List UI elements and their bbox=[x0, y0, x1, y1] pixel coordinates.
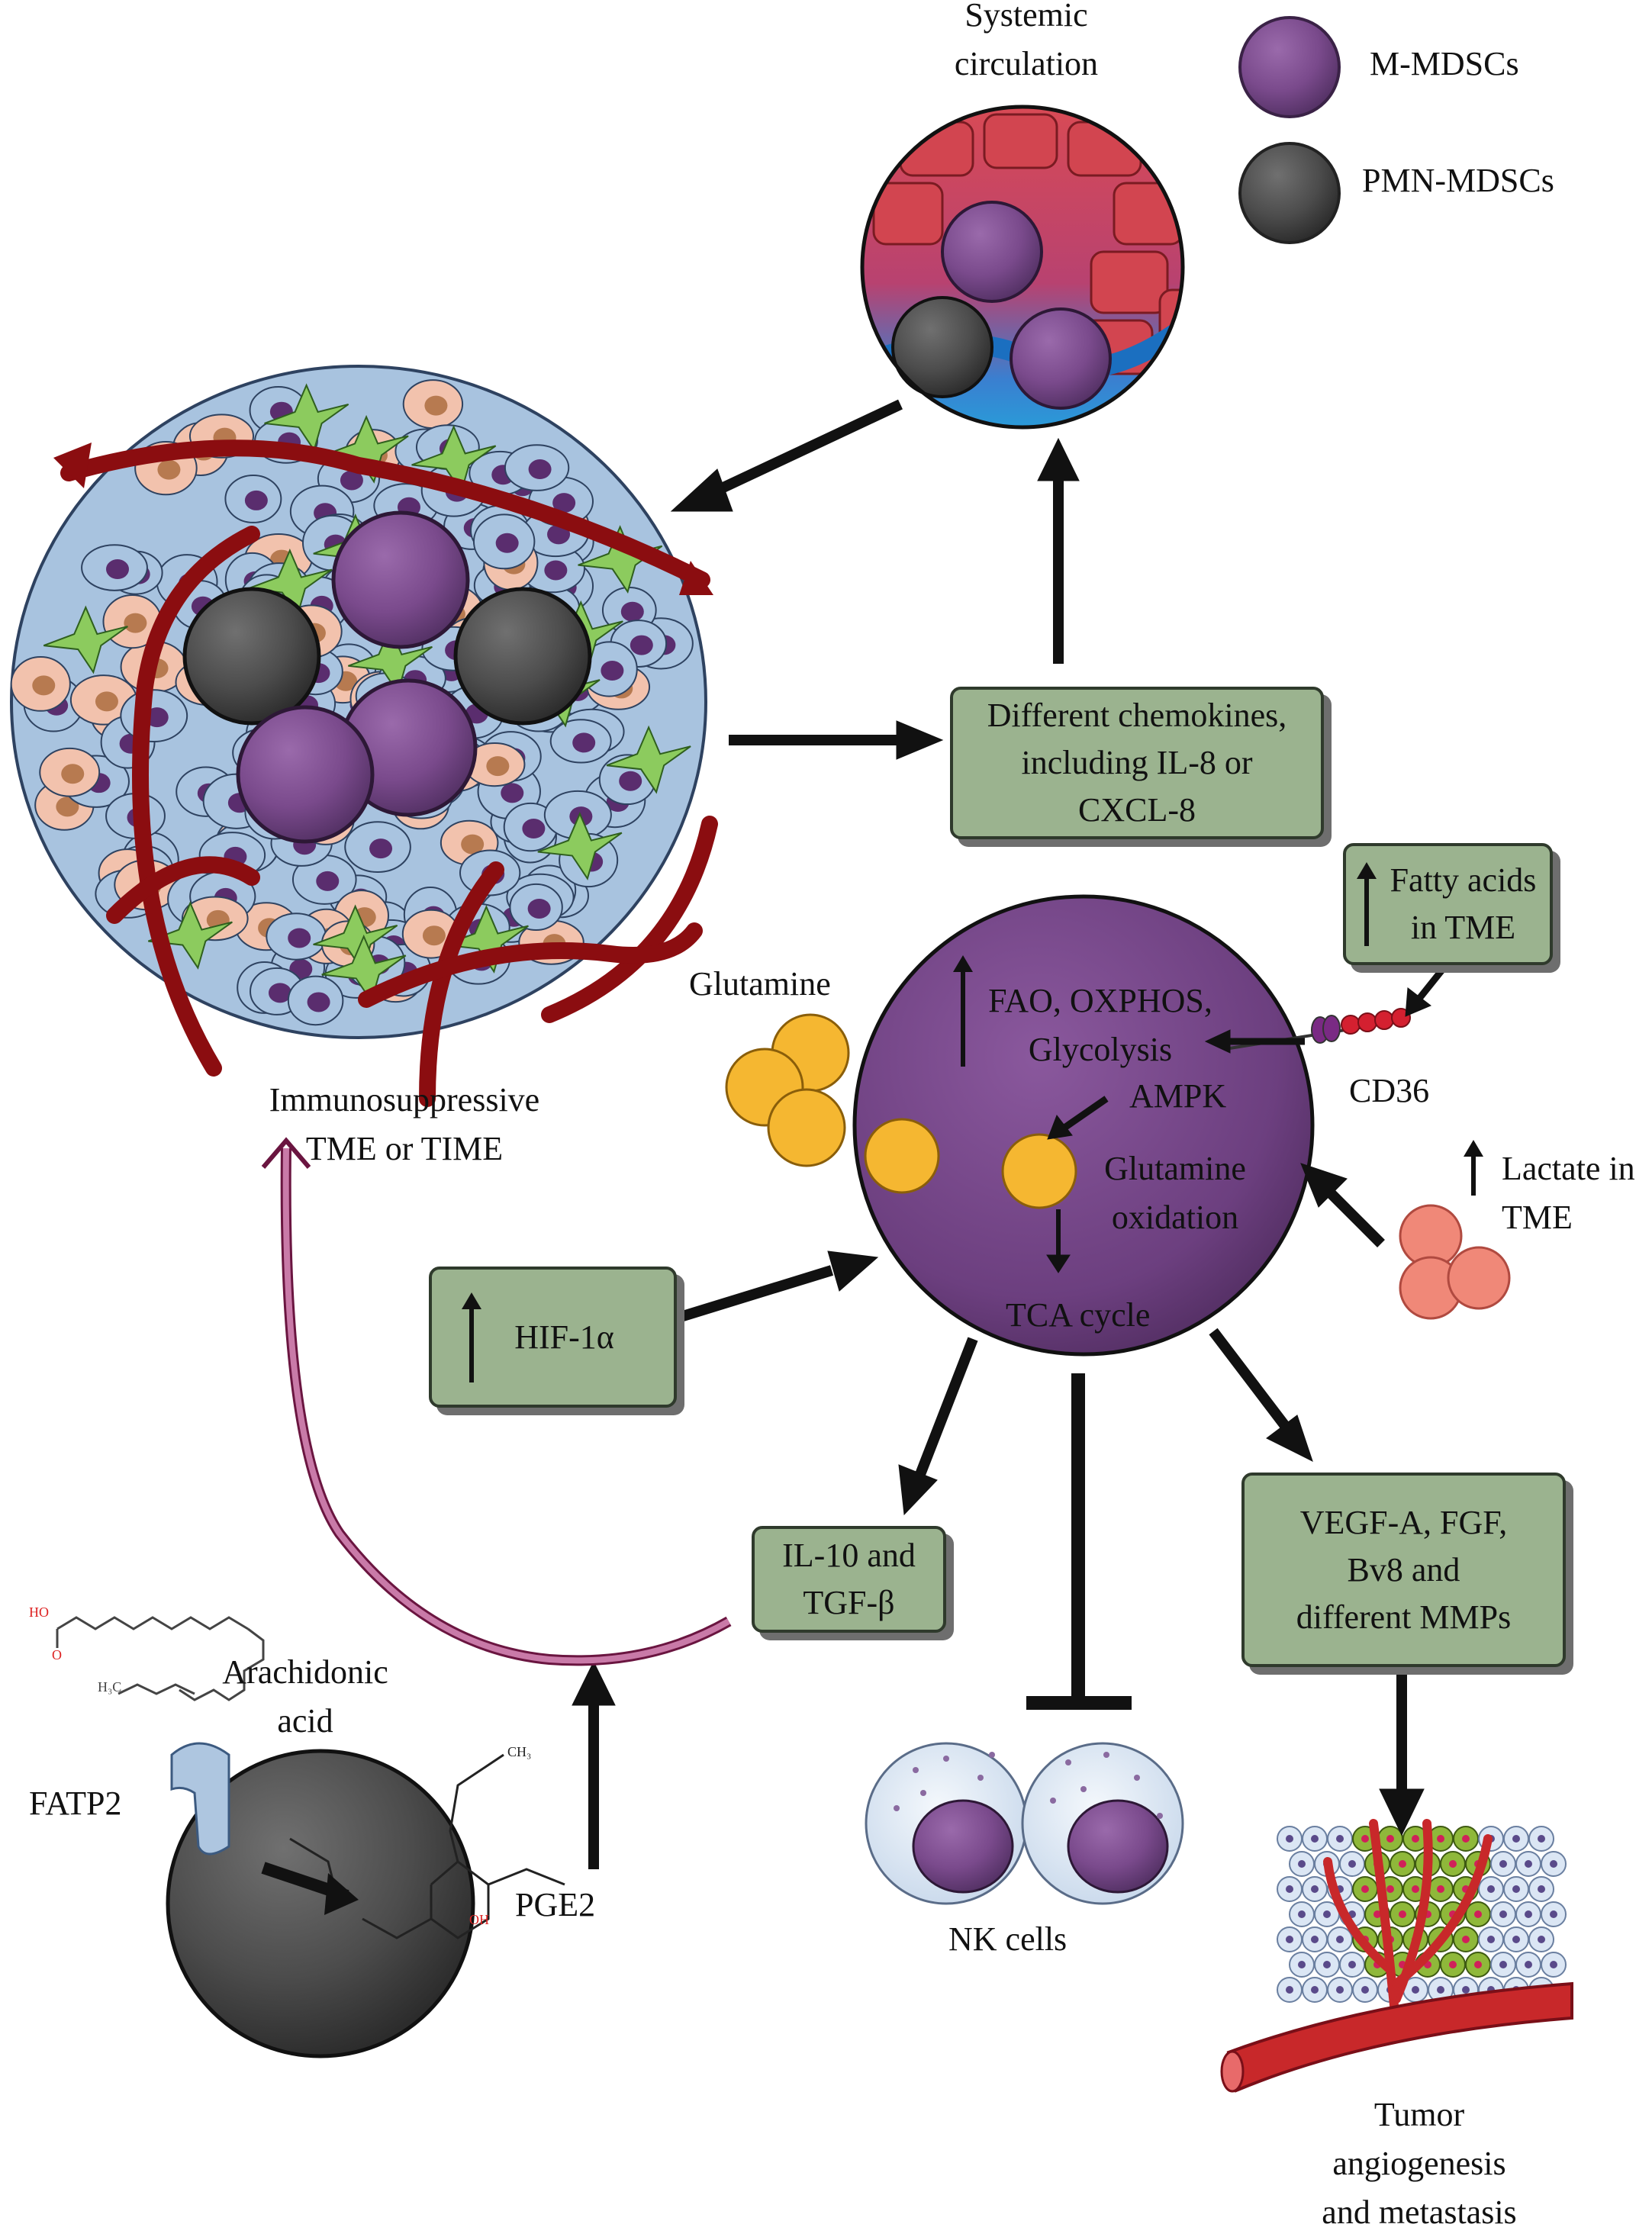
glutamine-oxidation-label: Glutamine oxidation bbox=[1104, 1150, 1246, 1236]
atom-label-ho: HO bbox=[29, 1605, 49, 1620]
glutamine-molecules bbox=[725, 1013, 850, 1167]
glutamine-molecule-inside bbox=[864, 1118, 940, 1194]
cd36-receptor bbox=[1224, 1008, 1411, 1051]
glutamine-molecule-inside bbox=[1001, 1133, 1077, 1209]
systemic-circulation-illustration bbox=[860, 105, 1185, 430]
il10-tgf-box: IL-10 and TGF-β bbox=[752, 1526, 946, 1633]
pmn-mdsc-in-tumor bbox=[453, 587, 592, 726]
nk-cells-label: NK cells bbox=[948, 1920, 1068, 1958]
fatp2-label: FATP2 bbox=[29, 1785, 122, 1822]
atom-label-o: O bbox=[52, 1647, 62, 1662]
atom-label-ch3: CH₃ bbox=[507, 1744, 532, 1759]
systemic-circulation-label: Systemic circulation bbox=[954, 0, 1099, 82]
atom-label-h3c: H₃C bbox=[98, 1679, 122, 1695]
pmn-mdsc-legend-icon bbox=[1238, 142, 1341, 244]
m-mdsc-in-circulation bbox=[941, 201, 1043, 303]
tca-cycle-label: TCA cycle bbox=[1006, 1296, 1151, 1334]
increase-arrow-icon bbox=[1357, 862, 1377, 946]
cell-metabolism-label: FAO, OXPHOS, Glycolysis bbox=[988, 982, 1212, 1068]
m-mdsc-legend-icon bbox=[1238, 16, 1341, 118]
increase-arrow-icon bbox=[953, 955, 973, 1067]
tumor-angiogenesis-label: Tumor angiogenesis and metastasis bbox=[1322, 2096, 1517, 2231]
nk-cells-illustration bbox=[865, 1742, 1184, 1905]
central-m-mdsc bbox=[852, 894, 1315, 1357]
legend bbox=[1238, 16, 1341, 244]
tumor-caption: Immunosuppressive TME or TIME bbox=[269, 1081, 540, 1167]
arrows bbox=[572, 399, 1449, 1869]
lactate-molecules bbox=[1399, 1204, 1511, 1320]
increase-arrow-icon bbox=[462, 1292, 481, 1382]
tumor-microenvironment-illustration bbox=[10, 365, 718, 1107]
legend-m-mdsc-label: M-MDSCs bbox=[1370, 45, 1519, 82]
m-mdsc-in-tumor bbox=[236, 705, 375, 844]
fatty-acids-box: Fatty acids in TME bbox=[1343, 843, 1553, 965]
m-mdsc-in-tumor bbox=[331, 510, 470, 649]
angiogenic-factors-box: VEGF-A, FGF, Bv8 and different MMPs bbox=[1241, 1473, 1566, 1667]
hif-1a-box: HIF-1α bbox=[429, 1267, 677, 1408]
pmn-mdsc-in-tumor bbox=[182, 587, 321, 726]
pmn-mdsc-in-circulation bbox=[891, 296, 993, 398]
increase-arrow-icon bbox=[1464, 1140, 1483, 1196]
atom-label-oh: OH bbox=[469, 1912, 489, 1927]
cd36-label: CD36 bbox=[1349, 1072, 1430, 1109]
ampk-label: AMPK bbox=[1129, 1077, 1227, 1115]
arachidonic-acid-structure bbox=[56, 1616, 265, 1701]
arachidonic-acid-label: Arachidonic acid bbox=[222, 1653, 388, 1740]
pmn-mdsc-fatp2-illustration bbox=[166, 1742, 565, 2058]
pge2-label: PGE2 bbox=[515, 1886, 596, 1923]
m-mdsc-in-circulation bbox=[1010, 307, 1112, 410]
feedback-arc bbox=[261, 1137, 732, 1666]
glutamine-label: Glutamine bbox=[689, 965, 831, 1003]
legend-pmn-mdsc-label: PMN-MDSCs bbox=[1362, 162, 1554, 199]
chemokines-box: Different chemokines, including IL-8 or … bbox=[950, 687, 1324, 839]
lactate-label: Lactate in TME bbox=[1502, 1150, 1635, 1236]
tumor-angiogenesis-illustration bbox=[1220, 1819, 1573, 2093]
